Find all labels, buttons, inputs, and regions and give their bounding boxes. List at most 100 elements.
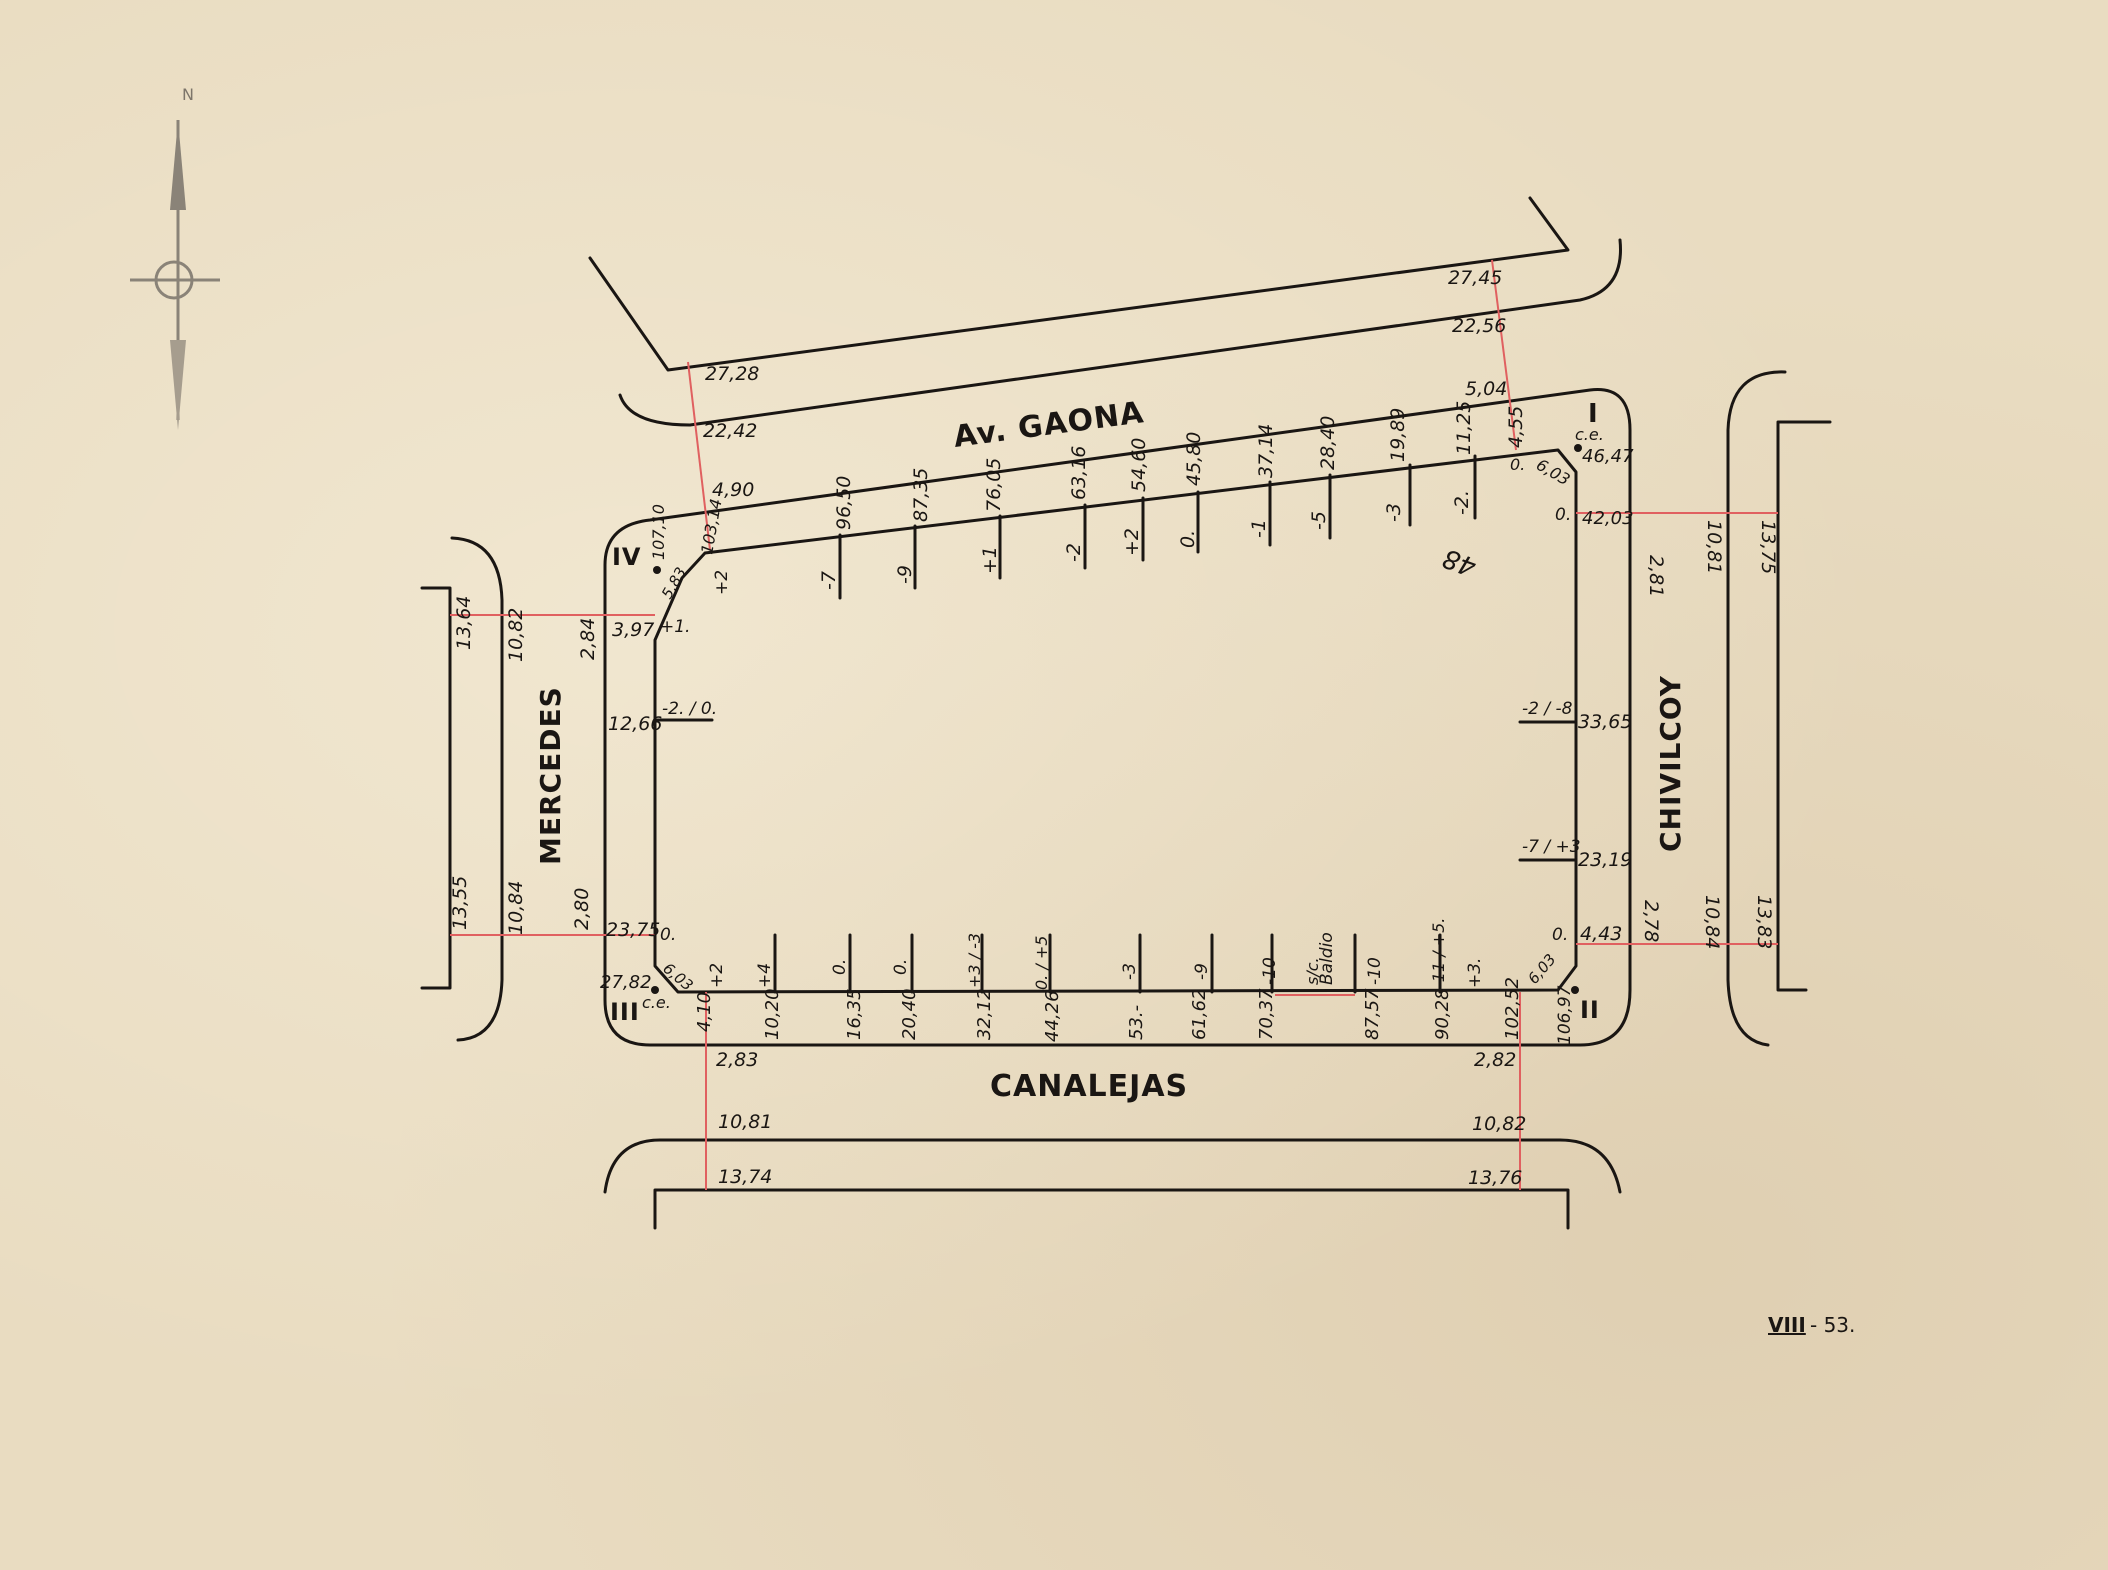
south-tick-value: 90,28 bbox=[1432, 988, 1453, 1040]
south-dim-w-outer: 13,74 bbox=[718, 1166, 772, 1188]
sheet-code-roman: VIII bbox=[1768, 1313, 1806, 1337]
east-tick-level: -7 / +3 bbox=[1522, 837, 1581, 857]
south-tick-value: 61,62 bbox=[1189, 988, 1210, 1040]
north-tick-value: 87,35 bbox=[910, 468, 932, 522]
north-tick-level: +2 bbox=[1121, 528, 1143, 556]
west-dim-outer-s: 13,55 bbox=[449, 876, 471, 930]
south-tick-value: 16,35 bbox=[844, 988, 865, 1040]
dim-nw-outer: 27,28 bbox=[705, 363, 759, 385]
south-tick-level: -10 bbox=[1260, 957, 1280, 985]
corner-label-III: III bbox=[610, 998, 640, 1026]
east-dim-inner-s: 10,84 bbox=[1701, 895, 1723, 949]
south-tick-level: +4 bbox=[755, 963, 775, 988]
west-tick-level: +1. bbox=[660, 617, 690, 637]
west-side-labels: 13,64 10,82 2,84 13,55 10,84 2,80 3,97 +… bbox=[449, 596, 717, 995]
west-dim-outer-n: 13,64 bbox=[453, 596, 475, 650]
north-tick-lines bbox=[838, 454, 1477, 600]
south-tick-level: +3 / -3 bbox=[965, 933, 984, 988]
ne-value: 46,47 bbox=[1582, 446, 1634, 467]
west-dim-curb-n: 2,84 bbox=[577, 618, 599, 660]
north-tick-value: 37,14 bbox=[1255, 424, 1277, 478]
se-chamfer: 6,03 bbox=[1524, 950, 1559, 987]
north-tick-value: 11,25 bbox=[1453, 401, 1475, 455]
south-tick-lines bbox=[773, 933, 1442, 994]
south-tick-value: 10,20 bbox=[762, 988, 783, 1040]
south-tick-level: -10 bbox=[1365, 957, 1385, 985]
sheet-code-rest: - 53. bbox=[1810, 1313, 1855, 1337]
north-tick-level: 0. bbox=[1177, 530, 1199, 548]
north-tick-value: 19,89 bbox=[1387, 408, 1409, 462]
south-dim-e-curb: 2,82 bbox=[1474, 1049, 1516, 1071]
west-tick-level: 0. bbox=[660, 925, 676, 945]
south-tick-level: +2 bbox=[707, 963, 727, 988]
south-tick-level: 0. bbox=[830, 959, 850, 975]
ne-level: 0. bbox=[1555, 505, 1571, 525]
corner-ce-label-sw: c.e. bbox=[642, 993, 671, 1012]
north-tick-level: -7 bbox=[818, 571, 840, 590]
vacant-lot-baldio: Baldio bbox=[1317, 932, 1337, 985]
sw-value: 27,82 bbox=[600, 972, 652, 993]
east-tick-level: 0. bbox=[1552, 925, 1568, 945]
corner-dots bbox=[651, 444, 1582, 994]
south-tick-value: 4,10 bbox=[694, 992, 715, 1032]
north-tick-value: 28,40 bbox=[1317, 416, 1339, 470]
vacant-lot-sc: s/c. bbox=[1303, 957, 1322, 985]
nw-value: 107,10 bbox=[649, 504, 668, 560]
north-arrow-icon: N bbox=[130, 85, 220, 430]
north-tick-value: 76,05 bbox=[983, 458, 1005, 512]
west-tick-level: -2. / 0. bbox=[662, 699, 717, 719]
east-side-labels: 2,81 10,81 13,75 2,78 10,84 13,83 33,65 … bbox=[1522, 520, 1779, 988]
west-tick-value: 3,97 bbox=[612, 619, 654, 641]
north-tick-level: 0. bbox=[1510, 455, 1525, 474]
north-tick-value: 96,50 bbox=[833, 476, 855, 530]
dim-ne-curb: 5,04 bbox=[1465, 378, 1507, 400]
north-tick-level: -2. bbox=[1451, 490, 1473, 515]
east-dim-outer-n: 13,75 bbox=[1757, 520, 1779, 574]
south-dim-e-outer: 13,76 bbox=[1468, 1167, 1522, 1189]
dim-nw-inner: 22,42 bbox=[703, 420, 757, 442]
nw-level: +2 bbox=[712, 570, 732, 595]
north-tick-value: 63,16 bbox=[1068, 446, 1090, 500]
east-tick-value: 23,19 bbox=[1578, 849, 1632, 871]
south-tick-value: 44,26 bbox=[1042, 990, 1063, 1042]
south-tick-value: 70,37 bbox=[1256, 988, 1277, 1040]
south-tick-value: 87,57 bbox=[1362, 988, 1383, 1040]
south-tick-level: -3 bbox=[1120, 963, 1140, 980]
dim-ne-inner: 22,56 bbox=[1452, 315, 1506, 337]
south-tick-level: 0. / +5 bbox=[1032, 936, 1051, 990]
east-dim-outer-s: 13,83 bbox=[1753, 895, 1775, 949]
east-dim-inner-n: 10,81 bbox=[1703, 520, 1725, 574]
south-tick-value: 20,40 bbox=[899, 988, 920, 1040]
street-name-west: MERCEDES bbox=[534, 686, 567, 865]
west-dim-curb-s: 2,80 bbox=[571, 888, 593, 930]
svg-text:N: N bbox=[182, 85, 194, 104]
curb-lines bbox=[420, 196, 1832, 1230]
east-dim-curb-s: 2,78 bbox=[1640, 900, 1662, 942]
lot-line bbox=[653, 448, 1578, 994]
south-dim-w-curb: 2,83 bbox=[716, 1049, 758, 1071]
north-tick-level: -2 bbox=[1063, 543, 1085, 562]
east-tick-value-42-03: 42,03 bbox=[1582, 508, 1634, 529]
dim-ne-outer: 27,45 bbox=[1448, 267, 1502, 289]
sw-chamfer: 6,03 bbox=[659, 959, 696, 994]
south-tick-values: 4,10 +2 10,20 +4 16,35 0. 20,40 0. 32,12… bbox=[694, 918, 1575, 1045]
north-tick-level: -3 bbox=[1383, 503, 1405, 522]
sheet-code: VIII - 53. bbox=[1768, 1313, 1855, 1337]
south-tick-value: 102,52 bbox=[1502, 977, 1523, 1040]
south-tick-level: -11 / +5. bbox=[1429, 918, 1448, 988]
street-name-north: Av. GAONA bbox=[951, 395, 1146, 455]
east-tick-value: 4,43 bbox=[1580, 923, 1622, 945]
corner-label-I: I bbox=[1588, 399, 1599, 429]
street-name-east: CHIVILCOY bbox=[1654, 675, 1687, 852]
north-tick-value: 4,55 bbox=[1505, 406, 1527, 448]
east-dim-curb-n: 2,81 bbox=[1645, 555, 1667, 597]
nw-chamfer: 5,83 bbox=[658, 564, 690, 602]
west-dim-inner-n: 10,82 bbox=[505, 608, 527, 662]
se-value: 106,97 bbox=[1555, 985, 1575, 1045]
block-outline bbox=[603, 388, 1632, 1047]
west-tick-value: 23,75 bbox=[606, 919, 660, 941]
north-tick-level: -9 bbox=[894, 565, 916, 584]
dim-nw-curb: 4,90 bbox=[712, 479, 754, 501]
